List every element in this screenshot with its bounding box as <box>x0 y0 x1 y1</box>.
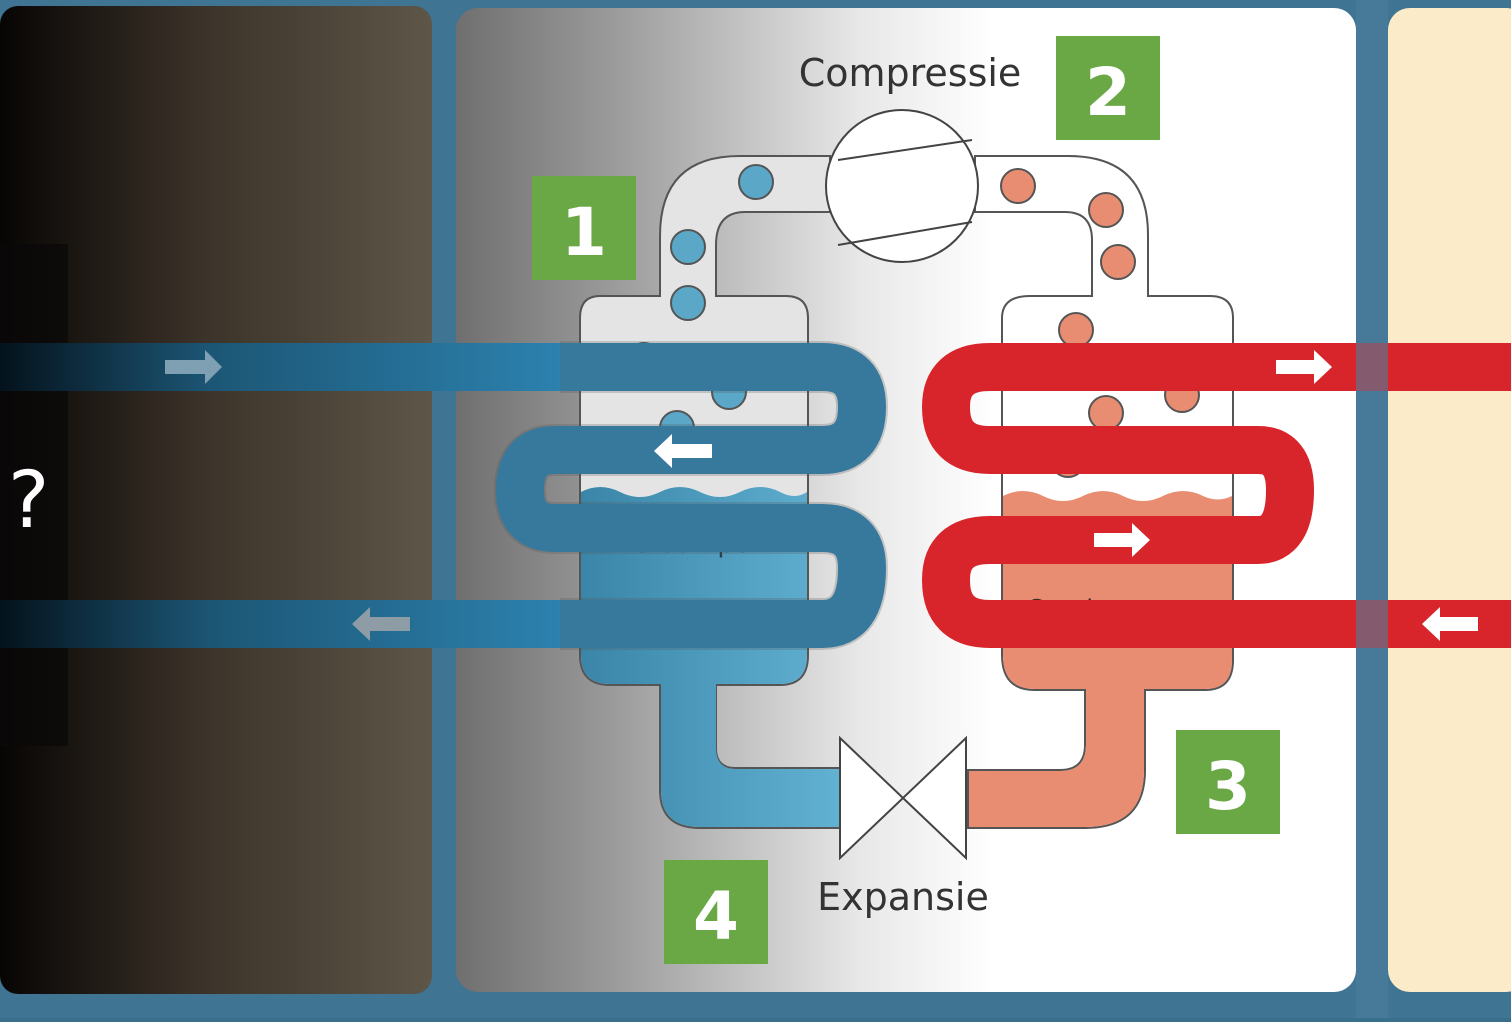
vapor-bubble <box>738 164 774 200</box>
cold-inlet-pipe <box>0 343 600 391</box>
arrow-left-icon <box>654 434 712 468</box>
left-dark-strip <box>0 244 68 746</box>
arrow-right-icon <box>1094 523 1150 557</box>
question-mark: ? <box>8 456 50 546</box>
step-badge-1: 1 <box>532 176 636 280</box>
condenser-liquid <box>969 491 1232 827</box>
cold-coil <box>496 343 886 648</box>
arrow-right-icon <box>1276 350 1332 384</box>
arrow-right-icon <box>165 350 222 384</box>
step-badge-4: 4 <box>664 860 768 964</box>
warm-outlet-pipe <box>1000 343 1511 391</box>
compression-label: Compressie <box>799 51 1022 95</box>
vapor-bubble <box>670 285 706 321</box>
vapor-bubble <box>1088 395 1124 431</box>
expansion-valve-icon <box>839 735 967 861</box>
step-1-number: 1 <box>561 194 607 271</box>
cold-pipe-group <box>0 343 600 648</box>
vapor-bubble <box>670 229 706 265</box>
left-panel <box>0 6 432 994</box>
step-badge-3: 3 <box>1176 730 1280 834</box>
warm-coil <box>922 343 1314 648</box>
evaporator: Verdampen <box>579 155 851 829</box>
compressor-icon <box>825 109 979 263</box>
panel-gap <box>1356 0 1388 1018</box>
condenser: Condenseren <box>967 155 1234 829</box>
vapor-bubble <box>1058 312 1094 348</box>
expansion-label: Expansie <box>817 875 989 919</box>
vapor-bubble <box>1088 192 1124 228</box>
vapor-bubble <box>1100 244 1136 280</box>
step-3-number: 3 <box>1205 748 1251 825</box>
evaporator-liquid <box>581 487 849 827</box>
cold-coil-outline <box>494 341 888 650</box>
cold-outlet-pipe <box>0 600 600 648</box>
vapor-bubble <box>1000 168 1036 204</box>
step-4-number: 4 <box>693 878 739 955</box>
step-2-number: 2 <box>1085 54 1131 131</box>
step-badge-2: 2 <box>1056 36 1160 140</box>
arrow-left-icon <box>1422 607 1478 641</box>
arrow-left-icon <box>352 607 410 641</box>
right-panel <box>1388 8 1511 992</box>
